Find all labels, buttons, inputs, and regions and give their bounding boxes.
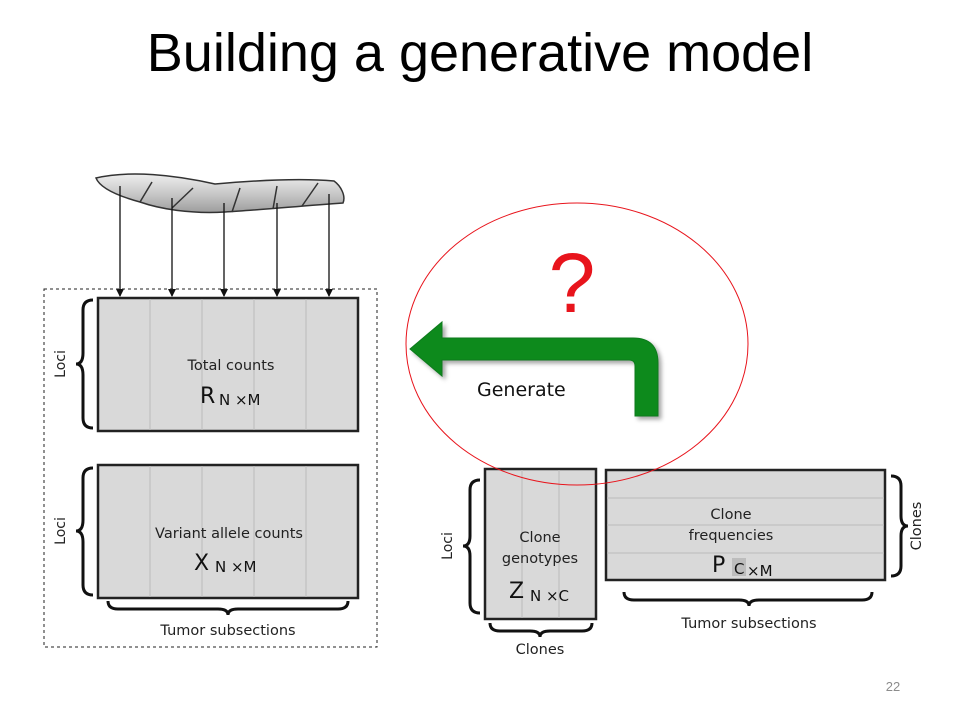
clone-frequencies-matrix: Clone frequencies P C ×M <box>604 468 887 582</box>
clones-brace-side <box>890 474 909 578</box>
tumor-subsections-label-left: Tumor subsections <box>159 623 295 639</box>
generate-arrow <box>409 320 659 417</box>
variant-counts-dims: N ×M <box>215 558 257 576</box>
observed-data-dashed-box <box>43 288 378 648</box>
clone-frequencies-label-line2: frequencies <box>689 528 774 544</box>
loci-brace-bottom <box>75 466 94 597</box>
page-number: 22 <box>885 679 901 694</box>
clone-genotypes-dims: N ×C <box>530 587 569 605</box>
clone-frequencies-symbol: P <box>712 553 725 578</box>
question-mark: ? <box>549 236 596 330</box>
variant-counts-symbol: X <box>194 551 209 576</box>
slide-title: Building a generative model <box>146 23 814 83</box>
tissue-sample-illustration <box>94 173 345 214</box>
variant-counts-label: Variant allele counts <box>155 526 303 542</box>
clone-genotypes-symbol: Z <box>509 579 524 604</box>
loci-brace-latent <box>462 478 481 615</box>
sampling-arrows <box>116 186 333 297</box>
clone-frequencies-dims-c: C <box>734 560 744 578</box>
total-counts-matrix: Total counts R N ×M <box>96 296 360 433</box>
clone-genotypes-matrix: Clone genotypes Z N ×C <box>483 467 598 621</box>
clones-label-side: Clones <box>909 502 925 551</box>
clone-genotypes-label-line1: Clone <box>519 530 560 546</box>
loci-label-bottom: Loci <box>53 517 69 545</box>
clones-label-bottom: Clones <box>516 642 565 658</box>
total-counts-symbol: R <box>200 384 215 409</box>
total-counts-label: Total counts <box>187 358 275 374</box>
variant-allele-counts-matrix: Variant allele counts X N ×M <box>96 463 360 600</box>
loci-brace-top <box>75 298 94 430</box>
loci-label-top: Loci <box>53 350 69 378</box>
tumor-subsections-brace-left <box>106 600 350 616</box>
clone-frequencies-label-line1: Clone <box>710 507 751 523</box>
generate-label: Generate <box>477 379 566 401</box>
clone-genotypes-label-line2: genotypes <box>502 551 578 567</box>
total-counts-dims: N ×M <box>219 391 261 409</box>
loci-label-latent: Loci <box>440 532 456 560</box>
clone-frequencies-dims-highlight <box>732 558 746 576</box>
highlight-ellipse <box>405 202 749 486</box>
tumor-subsections-label-right: Tumor subsections <box>680 616 816 632</box>
clones-brace-bottom <box>488 622 594 638</box>
tumor-subsections-brace-right <box>622 591 874 607</box>
clone-frequencies-dims-rest: ×M <box>747 562 773 580</box>
